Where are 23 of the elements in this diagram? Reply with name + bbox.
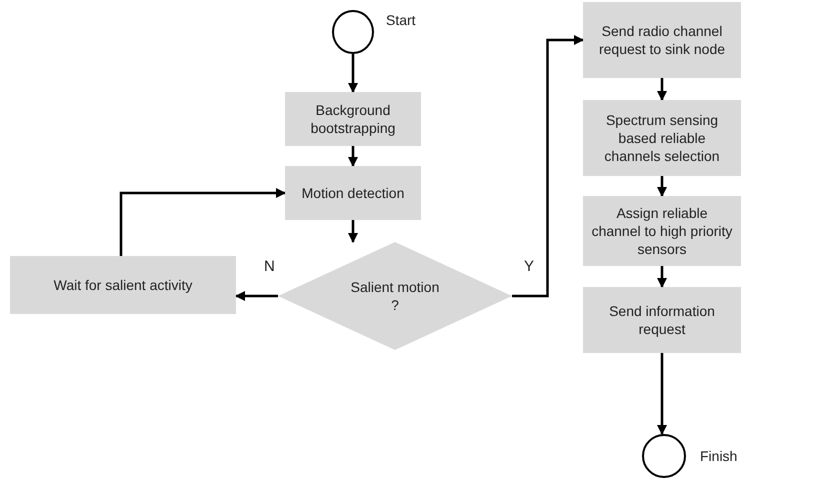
arrow	[657, 78, 667, 101]
terminal-circle	[332, 10, 374, 54]
arrow	[657, 266, 667, 288]
process-box: Send radio channel request to sink node	[583, 2, 741, 78]
process-box: Background bootstrapping	[285, 92, 421, 146]
terminal-label: Finish	[700, 448, 738, 464]
arrow	[120, 188, 286, 256]
arrow	[657, 176, 667, 197]
arrow	[348, 220, 358, 243]
process-box: Assign reliable channel to high priority sensors	[583, 196, 741, 266]
process-box: Wait for salient activity	[10, 256, 236, 314]
arrow	[657, 353, 667, 435]
terminal-circle	[642, 434, 686, 478]
decision-text: Salient motion ?	[350, 278, 440, 314]
terminal-label: Start	[386, 12, 416, 28]
process-box: Motion detection	[285, 166, 421, 220]
process-box: Spectrum sensing based reliable channels selection	[583, 100, 741, 176]
arrow	[235, 291, 278, 301]
arrow	[512, 35, 584, 298]
arrow	[348, 146, 358, 167]
decision-diamond	[278, 242, 512, 350]
arrow	[348, 54, 358, 93]
process-box: Send information request	[583, 287, 741, 353]
